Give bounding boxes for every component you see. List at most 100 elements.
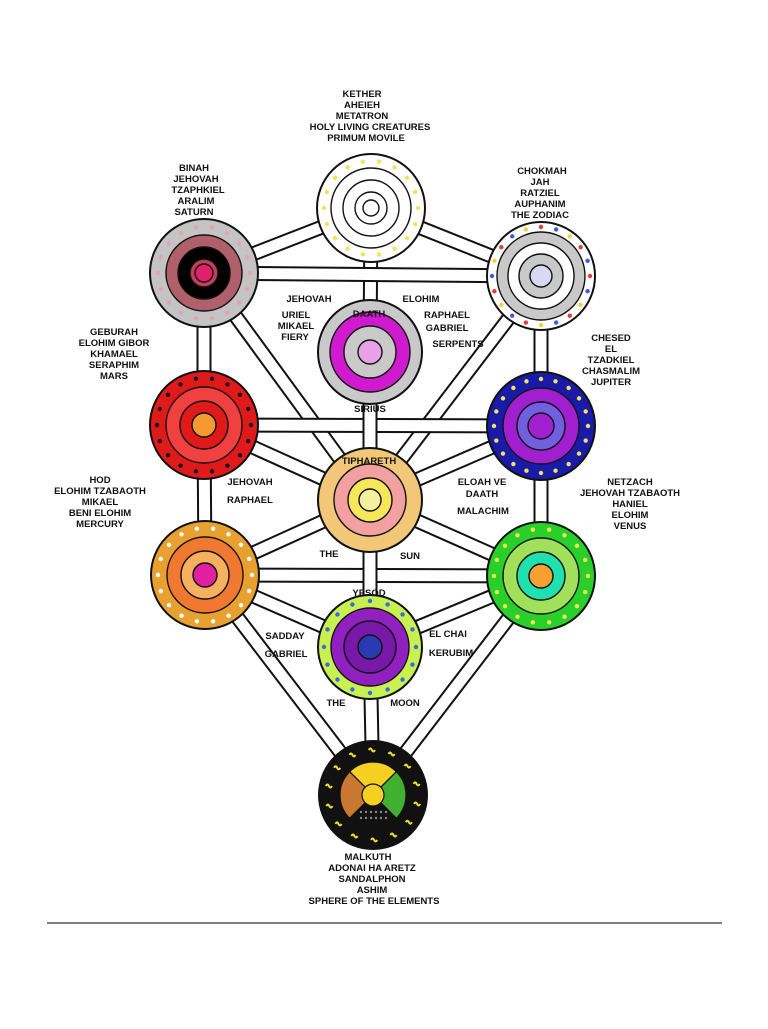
geburah-sphere (149, 370, 259, 480)
chesed-ring (527, 412, 555, 440)
path-label-the-sun-2: SUN (400, 551, 420, 562)
hod-dot (179, 532, 184, 537)
path-label-the-sun-1: THE (320, 549, 339, 560)
chesed-dot (583, 409, 588, 414)
kether-dot (332, 236, 338, 241)
netzach-sphere (486, 521, 596, 631)
binah-ring (194, 263, 214, 283)
binah-dot (193, 225, 199, 230)
yesod-dot (367, 690, 373, 696)
kether-sphere (316, 153, 426, 263)
binah-dot (166, 300, 171, 305)
hod-dot (210, 619, 216, 624)
malkuth-squiggle (387, 751, 396, 757)
kether-dot (321, 205, 327, 211)
malkuth-fire-dot (364, 816, 368, 820)
chesed-dot (500, 451, 506, 456)
chokmah-dot (499, 244, 504, 250)
svg-text:MIKAEL: MIKAEL (82, 497, 119, 508)
yesod-dot (325, 662, 330, 667)
geburah-dot (225, 382, 230, 387)
kether-dot (392, 246, 397, 251)
malkuth-squiggle (413, 801, 421, 807)
path-label-raphael-top: RAPHAEL (424, 310, 470, 321)
netzach-dot (502, 604, 508, 609)
malkuth-fire-dot (369, 810, 373, 814)
path-label-jehovah-mid: JEHOVAH (227, 477, 272, 488)
tiphareth-sphere (317, 447, 423, 553)
malkuth-fire-dot (379, 810, 383, 814)
netzach-dot (574, 543, 580, 548)
hod-dot (158, 588, 164, 594)
chesed-dot (524, 379, 529, 384)
chokmah-dot (578, 302, 583, 308)
hod-dot (158, 556, 164, 562)
daath-title: DAATH (353, 309, 386, 320)
geburah-dot (193, 469, 199, 474)
svg-text:SANDALPHON: SANDALPHON (338, 874, 405, 885)
geburah-dot (225, 463, 230, 468)
svg-text:AHEIEH: AHEIEH (344, 100, 380, 111)
svg-text:THE ZODIAC: THE ZODIAC (511, 210, 569, 221)
malkuth-squiggle (368, 747, 376, 753)
path-label-raphael-mid: RAPHAEL (227, 495, 273, 506)
chesed-dot (491, 423, 497, 429)
geburah-dot (154, 422, 160, 428)
malkuth-fire-dot (369, 816, 373, 820)
malkuth-quarter-air (348, 761, 398, 796)
geburah-dot (245, 406, 251, 412)
svg-text:BENI ELOHIM: BENI ELOHIM (69, 508, 131, 519)
hod-dot (166, 603, 172, 608)
geburah-dot (248, 422, 254, 428)
yesod-ring (357, 634, 383, 660)
binah-dot (245, 255, 250, 260)
geburah-dot (165, 392, 171, 397)
chokmah-dot (509, 234, 515, 239)
svg-text:SERAPHIM: SERAPHIM (89, 360, 139, 371)
chesed-dot (576, 451, 582, 456)
kether-dot (412, 189, 418, 195)
path-label-malachim: MALACHIM (457, 506, 509, 517)
netzach-dot (494, 589, 500, 595)
kether-dot (404, 175, 410, 180)
chokmah-dot (492, 258, 497, 264)
svg-text:JUPITER: JUPITER (591, 377, 631, 388)
yesod-dot (321, 644, 327, 650)
malkuth-fire-dot (374, 816, 378, 820)
netzach-dot (562, 533, 567, 538)
svg-text:ELOHIM GIBOR: ELOHIM GIBOR (79, 338, 150, 349)
binah-dot (178, 230, 184, 236)
path-label-mikael: MIKAEL (278, 321, 315, 332)
malkuth-squiggle (389, 832, 398, 838)
yesod-dot (335, 612, 340, 617)
binah-sphere (149, 218, 259, 328)
yesod-dot (400, 612, 405, 617)
netzach-dot (515, 614, 520, 619)
malkuth-squiggle (370, 837, 378, 843)
path-label-fiery: FIERY (281, 332, 309, 343)
geburah-dot (245, 438, 251, 444)
svg-text:HANIEL: HANIEL (612, 499, 648, 510)
chokmah-dot (585, 288, 590, 294)
netzach-label: NETZACH JEHOVAH TZABAOTH HANIEL ELOHIM V… (580, 477, 680, 532)
malkuth-squiggle (325, 783, 333, 789)
kether-dot (360, 159, 366, 164)
yesod-title: YESOD (352, 588, 385, 599)
kether-dot (345, 165, 350, 170)
hod-dot (210, 526, 216, 531)
chokmah-dot (509, 313, 515, 318)
path-label-daath-mid: DAATH (466, 489, 499, 500)
svg-text:ADONAI HA ARETZ: ADONAI HA ARETZ (328, 863, 416, 874)
malkuth-fire-dot (384, 810, 388, 814)
malkuth-quarter-earth (339, 770, 374, 820)
chesed-dot (494, 409, 499, 414)
hod-dot (179, 613, 184, 618)
path-label-sirius: SIRIUS (354, 404, 386, 415)
daath-sphere (317, 299, 423, 405)
binah-dot (245, 286, 250, 291)
netzach-dot (530, 527, 536, 532)
svg-text:JAH: JAH (530, 177, 549, 188)
hod-dot (194, 526, 200, 531)
chokmah-label: CHOKMAH JAH RATZIEL AUPHANIM THE ZODIAC (511, 166, 569, 221)
svg-text:ARALIM: ARALIM (178, 196, 215, 207)
